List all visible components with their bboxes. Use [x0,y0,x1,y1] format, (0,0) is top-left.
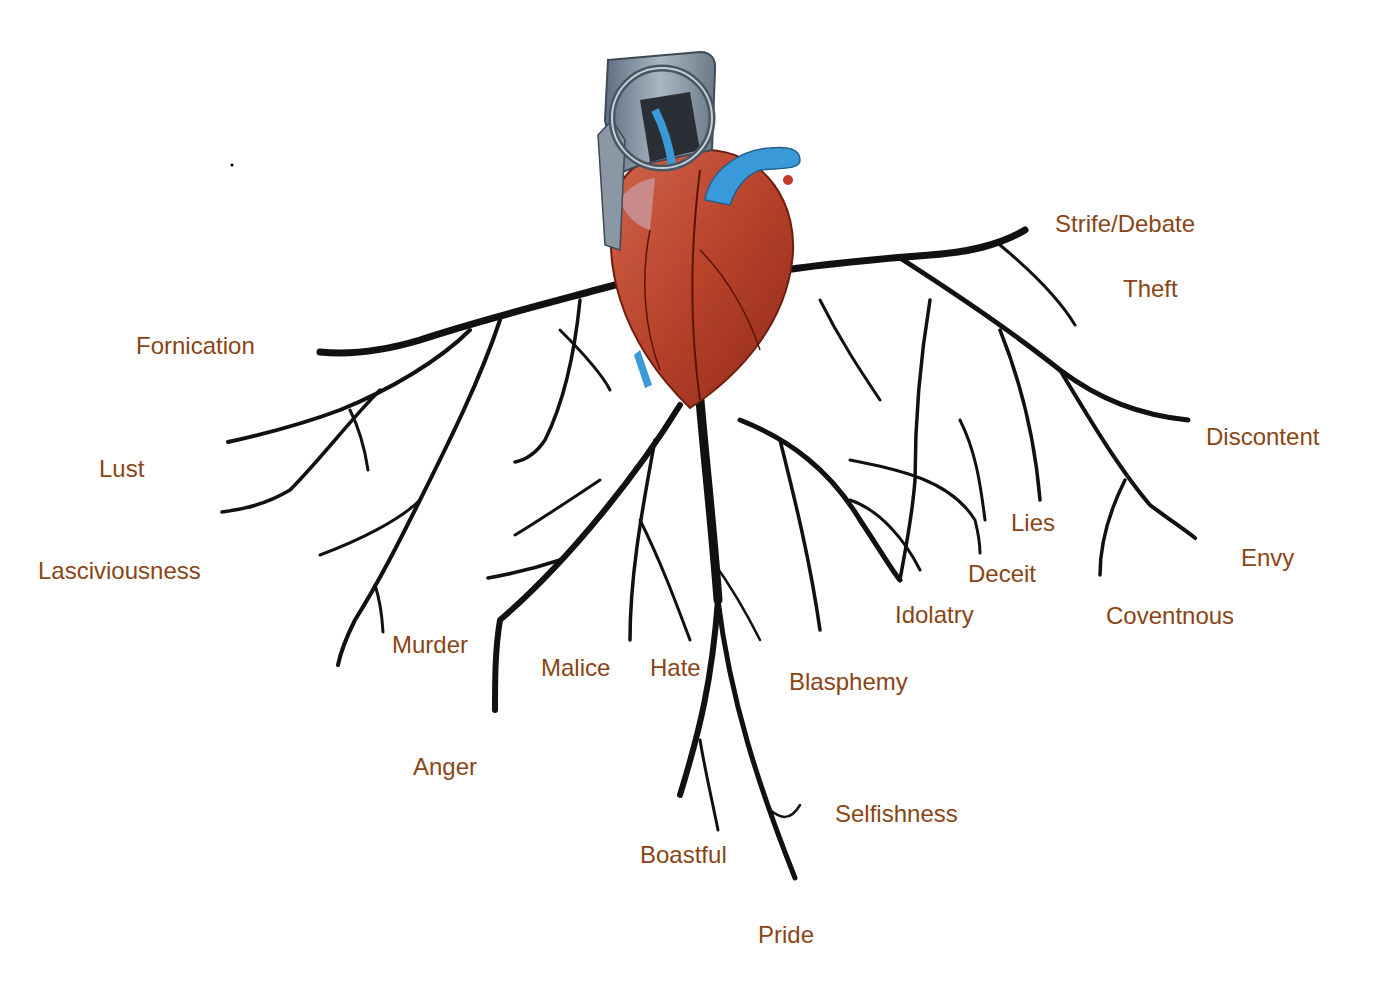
sin-label: Fornication [133,332,258,361]
sin-label: Discontent [1203,423,1322,452]
blue-vessel [705,148,800,206]
sin-label: Coventnous [1103,602,1237,631]
sin-label: Anger [410,753,480,782]
sin-label: Murder [389,631,471,660]
sin-label: Hate [647,654,704,683]
grenade-top [598,52,715,250]
sin-label: Deceit [965,560,1039,589]
sin-label: Lies [1008,509,1058,538]
sin-label: Lust [96,455,147,484]
sin-label: Lasciviousness [35,557,204,586]
sin-label: Pride [755,921,817,950]
sin-label: Selfishness [832,800,961,829]
sin-label: Envy [1238,544,1297,573]
sin-label: Idolatry [892,601,977,630]
sin-label: Theft [1120,275,1181,304]
sin-label: Blasphemy [786,668,911,697]
stray-dot [230,163,233,166]
sin-label: Boastful [637,841,730,870]
heart-organ [611,148,800,409]
sin-label: Strife/Debate [1052,210,1198,239]
sin-label: Malice [538,654,613,683]
heart-body [611,150,793,408]
